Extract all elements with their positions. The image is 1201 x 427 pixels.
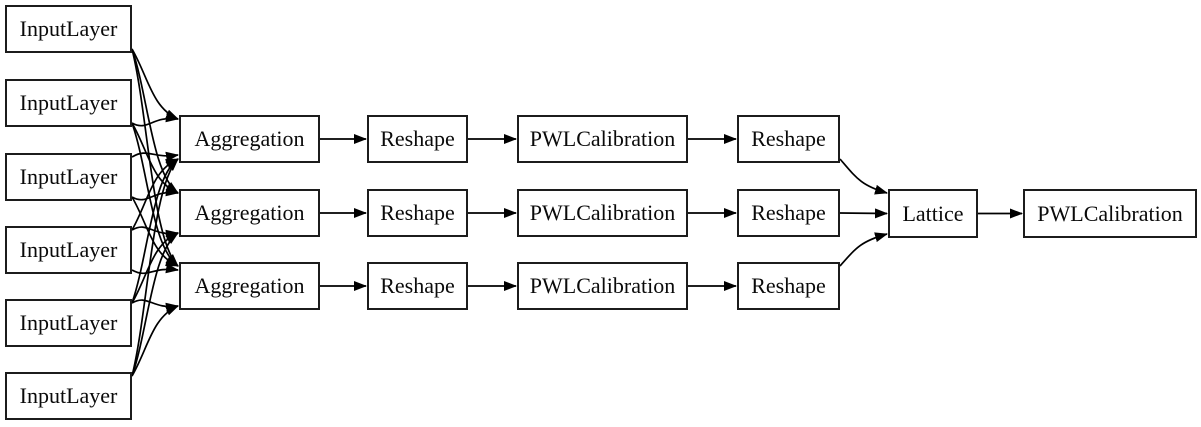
node-label: Reshape <box>751 200 826 225</box>
edge-input-6-to-agg-1 <box>131 158 179 377</box>
edge-input-5-to-agg-3 <box>131 299 179 313</box>
node-input-2: InputLayer <box>5 79 132 127</box>
node-label: Reshape <box>380 273 455 298</box>
node-label: Lattice <box>902 200 964 226</box>
edge-input-4-to-agg-3 <box>131 263 179 275</box>
node-agg-2: Aggregation <box>179 189 320 237</box>
edge-reshape-b-2-to-lattice <box>839 208 888 219</box>
node-label: InputLayer <box>19 16 118 41</box>
edge-input-3-to-agg-1 <box>131 151 179 162</box>
node-label: InputLayer <box>19 383 118 408</box>
edge-reshape-b-1-to-lattice <box>839 158 888 195</box>
node-pwl-2: PWLCalibration <box>517 189 688 237</box>
node-label: Reshape <box>380 126 455 151</box>
node-label: PWLCalibration <box>529 200 676 225</box>
node-agg-1: Aggregation <box>179 115 320 163</box>
node-label: Aggregation <box>194 200 305 225</box>
node-reshape-a-3: Reshape <box>367 262 468 310</box>
node-label: InputLayer <box>19 237 118 262</box>
node-reshape-b-1: Reshape <box>737 115 840 163</box>
node-lattice: Lattice <box>888 189 978 238</box>
node-input-4: InputLayer <box>5 226 132 274</box>
edge-input-6-to-agg-2 <box>131 232 179 377</box>
node-input-1: InputLayer <box>5 5 132 53</box>
node-agg-3: Aggregation <box>179 262 320 310</box>
node-reshape-a-1: Reshape <box>367 115 468 163</box>
node-label: InputLayer <box>19 164 118 189</box>
node-label: InputLayer <box>19 310 118 335</box>
node-label: PWLCalibration <box>529 126 676 151</box>
node-pwl-out: PWLCalibration <box>1023 189 1197 238</box>
node-input-5: InputLayer <box>5 299 132 347</box>
node-pwl-1: PWLCalibration <box>517 115 688 163</box>
edge-input-2-to-agg-1 <box>131 112 179 127</box>
node-label: Aggregation <box>194 126 305 151</box>
node-pwl-3: PWLCalibration <box>517 262 688 310</box>
node-reshape-a-2: Reshape <box>367 189 468 237</box>
edge-reshape-b-3-to-lattice <box>839 232 888 267</box>
node-label: Reshape <box>751 273 826 298</box>
node-input-3: InputLayer <box>5 153 132 201</box>
node-label: InputLayer <box>19 90 118 115</box>
node-reshape-b-3: Reshape <box>737 262 840 310</box>
node-label: Reshape <box>751 126 826 151</box>
edge-input-6-to-agg-3 <box>131 305 179 377</box>
node-label: PWLCalibration <box>1037 200 1183 226</box>
node-input-6: InputLayer <box>5 372 132 420</box>
edge-input-3-to-agg-2 <box>131 186 179 201</box>
node-label: PWLCalibration <box>529 273 676 298</box>
edge-input-1-to-agg-3 <box>131 48 179 267</box>
node-reshape-b-2: Reshape <box>737 189 840 237</box>
edge-input-3-to-agg-3 <box>131 196 179 267</box>
node-label: Reshape <box>380 200 455 225</box>
node-label: Aggregation <box>194 273 305 298</box>
